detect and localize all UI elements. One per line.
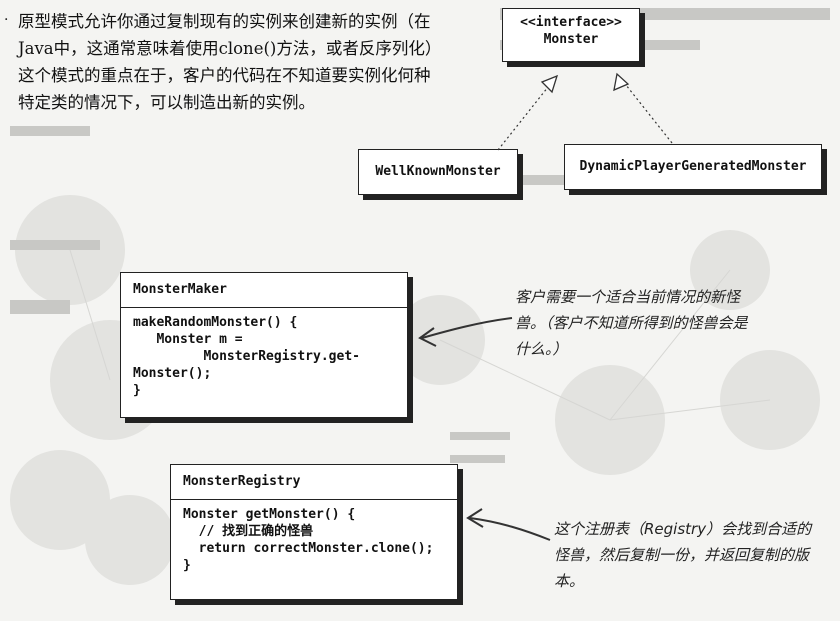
dynamic-player-generated-monster-box: DynamicPlayerGeneratedMonster [564, 144, 822, 190]
class-title: MonsterRegistry [171, 465, 457, 500]
interface-name: Monster [543, 32, 599, 47]
intro-line: 特定类的情况下，可以制造出新的实例。 [18, 93, 315, 112]
class-name: DynamicPlayerGeneratedMonster [579, 159, 807, 174]
class-name: WellKnownMonster [375, 164, 501, 179]
interface-stereotype: <<interface>> [520, 15, 622, 30]
registry-annotation: 这个注册表（Registry）会找到合适的怪兽，然后复制一份，并返回复制的版本。 [554, 520, 812, 590]
intro-line: 这个模式的重点在于，客户的代码在不知道要实例化何种 [18, 66, 431, 85]
bullet-dot: · [4, 12, 9, 28]
class-code: makeRandomMonster() { Monster m = Monste… [133, 315, 360, 398]
class-code: Monster getMonster() { // 找到正确的怪兽 return… [183, 507, 434, 573]
monster-registry-box: MonsterRegistry Monster getMonster() { /… [170, 464, 458, 600]
intro-line: 原型模式允许你通过复制现有的实例来创建新的实例（在 [18, 12, 431, 31]
monster-maker-box: MonsterMaker makeRandomMonster() { Monst… [120, 272, 408, 418]
well-known-monster-box: WellKnownMonster [358, 149, 518, 195]
client-annotation: 客户需要一个适合当前情况的新怪兽。（客户不知道所得到的怪兽会是什么。） [515, 288, 748, 358]
intro-line: Java中，这通常意味着使用clone()方法，或者反序列化） [18, 39, 442, 58]
monster-interface-box: <<interface>> Monster [502, 8, 640, 62]
intro-paragraph: 原型模式允许你通过复制现有的实例来创建新的实例（在 Java中，这通常意味着使用… [18, 8, 488, 116]
class-title: MonsterMaker [121, 273, 407, 308]
